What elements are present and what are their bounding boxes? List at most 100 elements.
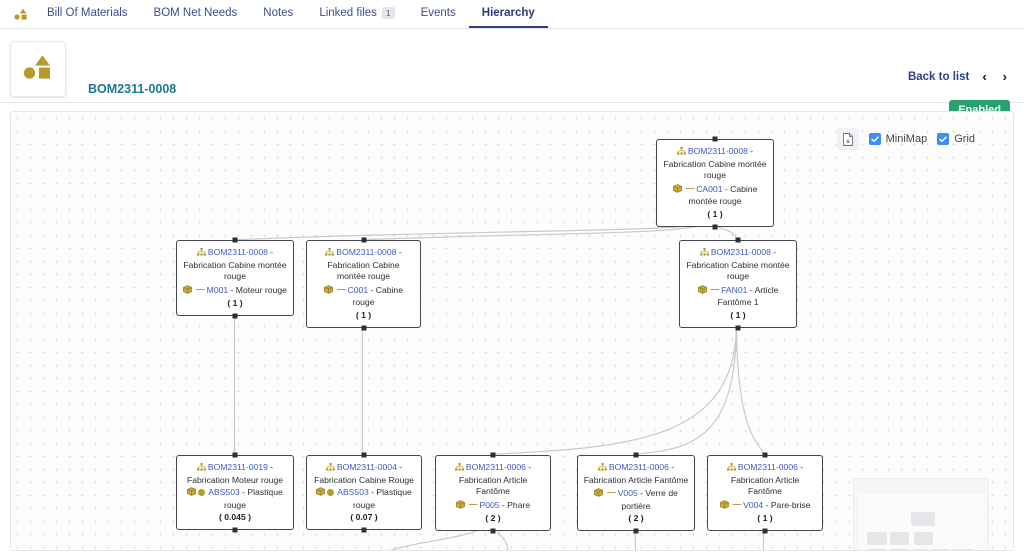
node-bom-code[interactable]: BOM2311-0004 (336, 462, 397, 472)
back-to-list-link[interactable]: Back to list (907, 70, 970, 83)
node-port-bottom[interactable] (762, 528, 768, 534)
hierarchy-canvas[interactable]: MiniMap Grid (10, 111, 1014, 551)
node-port-bottom[interactable] (361, 527, 367, 533)
node-port-top[interactable] (490, 452, 496, 458)
node-item-description: - Verre de portière (621, 488, 678, 511)
node-port-bottom[interactable] (633, 528, 639, 534)
item-box-icon (187, 487, 197, 500)
node-bom-code[interactable]: BOM2311-0019 (207, 462, 268, 472)
node-bom-code[interactable]: BOM2311-0008 (710, 247, 771, 257)
node-item-code[interactable]: V004 (743, 499, 764, 510)
tab-hierarchy[interactable]: Hierarchy (468, 0, 548, 28)
node-description: Fabrication Cabine montée rouge (686, 259, 790, 282)
node-bom-code[interactable]: BOM2311-0008 (207, 247, 268, 257)
checkbox-checked-icon[interactable] (937, 133, 950, 145)
export-file-icon[interactable] (836, 128, 859, 150)
linked-files-count-badge: 1 (381, 6, 395, 20)
node-bom-code[interactable]: BOM2311-0008 (687, 146, 748, 156)
hierarchy-icon (454, 463, 464, 475)
node-item-line: —V005 - Verre de portière (583, 487, 689, 512)
node-port-top[interactable] (361, 237, 366, 243)
minimap-node (867, 532, 887, 545)
hierarchy-node[interactable]: BOM2311-0006 -Fabrication Article Fantôm… (707, 455, 823, 531)
minimap-toggle[interactable]: MiniMap (868, 133, 928, 145)
hierarchy-node[interactable]: BOM2311-0006 -Fabrication Article Fantôm… (577, 455, 695, 531)
item-box-icon (324, 284, 333, 298)
node-bom-line: BOM2311-0008 - (662, 146, 768, 159)
minimap-node (914, 532, 933, 545)
node-quantity: ( 2 ) (628, 513, 644, 524)
node-item-code[interactable]: P005 (479, 499, 500, 510)
tab-bill-of-materials[interactable]: Bill Of Materials (34, 0, 141, 28)
node-port-top[interactable] (712, 136, 718, 142)
node-port-bottom[interactable] (735, 325, 741, 331)
hierarchy-icon (726, 463, 736, 475)
tab-label: BOM Net Needs (153, 7, 238, 19)
node-port-top[interactable] (735, 237, 741, 243)
grid-toggle[interactable]: Grid (937, 133, 975, 145)
node-item-code[interactable]: CA001 (696, 183, 723, 194)
tab-bom-net-needs[interactable]: BOM Net Needs (141, 0, 251, 28)
node-item-code[interactable]: ABS503 (337, 487, 369, 498)
chevron-right-icon[interactable]: › (1002, 69, 1007, 84)
dash-icon: — (710, 283, 720, 294)
hierarchy-icon (699, 248, 709, 260)
chevron-left-icon[interactable]: ‹ (982, 69, 987, 84)
node-quantity: ( 1 ) (730, 309, 746, 320)
node-item-description: - Pare-brise (763, 499, 811, 510)
node-item-line: —P005 - Phare (441, 499, 545, 513)
node-item-code[interactable]: M001 (206, 284, 229, 295)
node-item-line: —C001 - Cabine rouge (312, 284, 415, 309)
node-port-bottom[interactable] (712, 224, 718, 230)
node-bom-code[interactable]: BOM2311-0006 (608, 462, 669, 472)
node-description: Fabrication Cabine montée rouge (663, 158, 767, 181)
node-item-description: - Cabine rouge (352, 284, 404, 308)
item-box-icon (183, 284, 192, 298)
hierarchy-node[interactable]: BOM2311-0008 -Fabrication Cabine montée … (656, 139, 774, 227)
node-item-description: - Cabine montée rouge (688, 183, 758, 207)
node-port-bottom[interactable] (361, 325, 366, 331)
minimap-viewport (859, 494, 986, 550)
node-item-code[interactable]: C001 (347, 284, 369, 295)
minimap-node (890, 549, 909, 550)
tab-label: Bill Of Materials (47, 7, 128, 19)
checkbox-checked-icon[interactable] (868, 133, 881, 145)
tab-notes[interactable]: Notes (250, 0, 306, 28)
node-item-line: —M001 - Moteur rouge (182, 284, 288, 298)
node-item-line: —CA001 - Cabine montée rouge (662, 183, 768, 208)
hierarchy-node[interactable]: BOM2311-0008 -Fabrication Cabine montée … (679, 240, 797, 328)
node-bom-code[interactable]: BOM2311-0006 (737, 462, 798, 472)
grid-label: Grid (954, 133, 975, 145)
node-bom-code[interactable]: BOM2311-0008 (336, 247, 397, 257)
node-port-bottom[interactable] (232, 527, 238, 533)
tab-linked-files[interactable]: Linked files 1 (306, 0, 407, 28)
minimap-panel[interactable] (853, 478, 989, 550)
hierarchy-node[interactable]: BOM2311-0008 -Fabrication Cabine montée … (176, 240, 294, 316)
node-port-bottom[interactable] (490, 528, 496, 534)
node-bom-suffix: - (267, 462, 274, 472)
minimap-node (931, 549, 950, 550)
item-box-icon (672, 183, 682, 197)
hierarchy-node[interactable]: BOM2311-0008 -Fabrication Cabine montée … (306, 240, 421, 328)
tab-events[interactable]: Events (408, 0, 469, 28)
node-port-top[interactable] (633, 452, 639, 458)
node-bom-code[interactable]: BOM2311-0006 (465, 462, 526, 472)
node-port-top[interactable] (232, 452, 238, 458)
node-item-code[interactable]: V005 (617, 488, 638, 499)
node-description: Fabrication Article Fantôme (730, 474, 800, 497)
node-port-bottom[interactable] (232, 313, 238, 319)
dash-icon: — (196, 283, 205, 294)
node-port-top[interactable] (762, 452, 768, 458)
node-description: Fabrication Moteur rouge (186, 474, 283, 485)
node-port-top[interactable] (361, 452, 367, 458)
minimap-label: MiniMap (885, 133, 928, 145)
page-title: BOM2311-0008 (88, 82, 177, 96)
hierarchy-node[interactable]: BOM2311-0006 -Fabrication Article Fantôm… (435, 455, 551, 531)
node-bom-line: BOM2311-0008 - (182, 247, 288, 260)
node-port-top[interactable] (232, 237, 238, 243)
node-item-description: - Plastique rouge (353, 487, 412, 510)
node-item-code[interactable]: FAN01 (721, 284, 748, 295)
node-item-code[interactable]: ABS503 (208, 487, 240, 498)
